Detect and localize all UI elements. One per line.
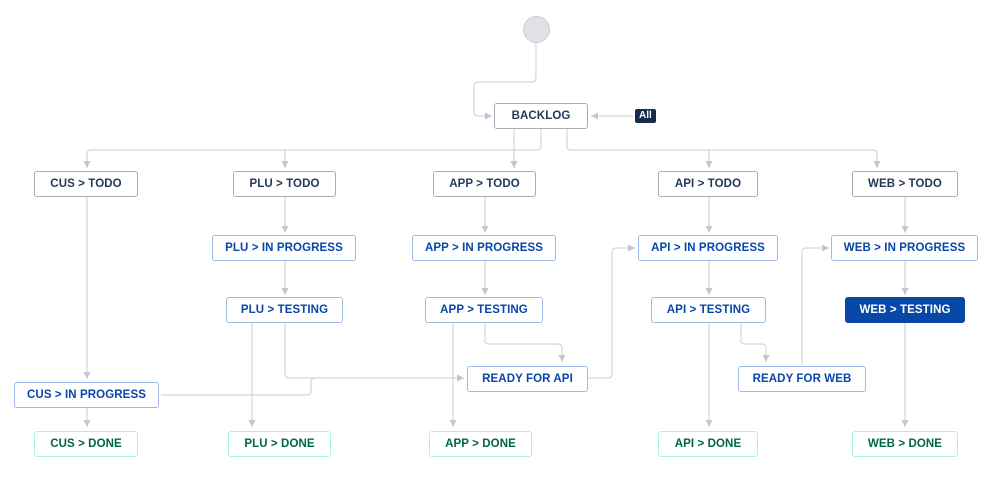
transition-cus-inprogress-readyapi (161, 374, 464, 396)
status-plu-done[interactable]: PLU > DONE (228, 431, 331, 457)
status-web-testing-selected[interactable]: WEB > TESTING (845, 297, 965, 323)
status-cus-todo[interactable]: CUS > TODO (34, 171, 138, 197)
status-app-in-progress[interactable]: APP > IN PROGRESS (412, 235, 556, 261)
status-web-in-progress[interactable]: WEB > IN PROGRESS (831, 235, 978, 261)
transition-readyweb-web-inprogress (801, 244, 829, 365)
transition-backlog-api (566, 129, 881, 168)
status-backlog[interactable]: BACKLOG (494, 103, 588, 129)
status-app-testing[interactable]: APP > TESTING (425, 297, 543, 323)
status-api-done[interactable]: API > DONE (658, 431, 758, 457)
status-web-todo[interactable]: WEB > TODO (852, 171, 958, 197)
status-cus-in-progress[interactable]: CUS > IN PROGRESS (14, 382, 159, 408)
status-app-todo[interactable]: APP > TODO (433, 171, 536, 197)
start-node[interactable] (523, 16, 550, 43)
transition-plu-testing-readyapi (284, 323, 464, 382)
transition-readyapi-api-inprogress (588, 244, 635, 379)
status-api-in-progress[interactable]: API > IN PROGRESS (638, 235, 778, 261)
status-app-done[interactable]: APP > DONE (429, 431, 532, 457)
status-plu-testing[interactable]: PLU > TESTING (226, 297, 343, 323)
all-transition-badge[interactable]: All (635, 109, 656, 123)
status-ready-for-web[interactable]: READY FOR WEB (738, 366, 866, 392)
transition-api-testing-readyweb (740, 323, 770, 362)
status-web-done[interactable]: WEB > DONE (852, 431, 958, 457)
transition-app-testing-readyapi (484, 323, 566, 362)
transition-backlog-cus (83, 129, 542, 168)
status-plu-todo[interactable]: PLU > TODO (233, 171, 336, 197)
status-api-todo[interactable]: API > TODO (658, 171, 758, 197)
status-ready-for-api[interactable]: READY FOR API (467, 366, 588, 392)
status-cus-done[interactable]: CUS > DONE (34, 431, 138, 457)
status-api-testing[interactable]: API > TESTING (651, 297, 766, 323)
transition-start-backlog (473, 43, 537, 120)
status-plu-in-progress[interactable]: PLU > IN PROGRESS (212, 235, 356, 261)
